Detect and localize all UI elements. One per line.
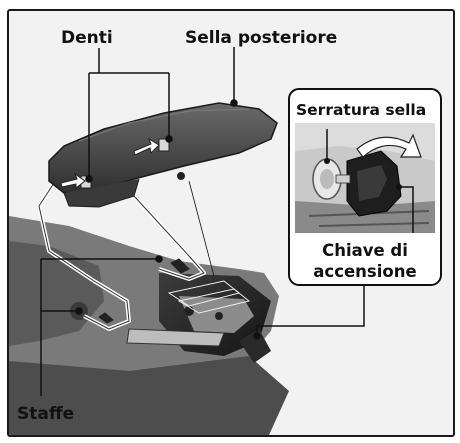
label-brackets: Staffe [17,404,74,424]
rear-seat [49,103,277,207]
motorcycle-rear [9,216,289,435]
label-seat-lock: Serratura sella [296,101,426,119]
label-ignition-key-line1: Chiave di [322,241,408,260]
label-rear-seat: Sella posteriore [185,28,337,48]
label-ignition-key-line2: accensione [313,262,416,281]
seat-removal-diagram: Denti Sella posteriore Serratura sella C… [9,11,453,435]
label-teeth: Denti [61,28,113,48]
illustration-frame: Denti Sella posteriore Serratura sella C… [7,9,455,437]
